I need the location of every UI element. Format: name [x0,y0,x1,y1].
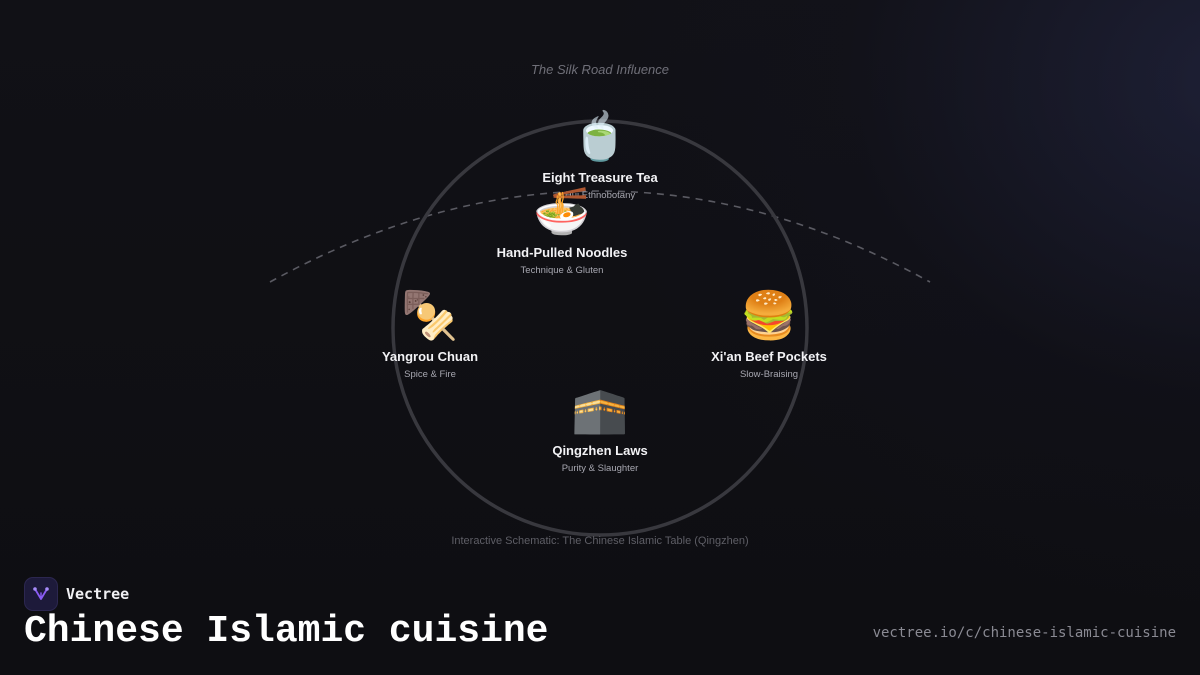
node-xian-beef-pockets[interactable]: 🍔 Xi'an Beef Pockets Slow-Braising [669,287,869,380]
node-subtitle: Spice & Fire [404,369,456,380]
schematic-caption: Interactive Schematic: The Chinese Islam… [451,535,749,547]
schematic-title: The Silk Road Influence [530,62,670,77]
node-subtitle: Purity & Slaughter [561,463,639,474]
node-label: Xi'an Beef Pockets [711,349,827,364]
node-label: Qingzhen Laws [552,443,648,458]
node-subtitle: Technique & Gluten [520,265,604,276]
vectree-logo-icon [24,577,58,611]
node-subtitle: Hui Ethnobotany [564,190,636,201]
central-ring [391,119,809,537]
node-qingzhen-laws[interactable]: 🕋 Qingzhen Laws Purity & Slaughter [500,381,700,474]
node-yangrou-chuan[interactable]: 🍢 Yangrou Chuan Spice & Fire [330,287,530,380]
node-label: Yangrou Chuan [381,349,479,364]
kaaba-icon: 🕋 [571,382,629,436]
node-hand-pulled-noodles[interactable]: 🍜 Hand-Pulled Noodles Technique & Gluten [462,183,662,276]
silk-road-dashed-arc [269,190,931,283]
vectree-logo-graphic [33,587,49,600]
skewer-icon: 🍢 [401,288,459,342]
node-eight-treasure-tea[interactable]: 🍵 Eight Treasure Tea Hui Ethnobotany [500,108,700,201]
noodle-bowl-icon: 🍜 [533,184,591,238]
node-label: Eight Treasure Tea [542,170,658,185]
node-subtitle: Slow-Braising [739,369,799,380]
page-url[interactable]: vectree.io/c/chinese-islamic-cuisine [872,625,1176,641]
brand-name: Vectree [66,585,130,603]
brand[interactable]: Vectree [24,577,129,611]
burger-icon: 🍔 [740,288,798,342]
page-title: Chinese Islamic cuisine [24,610,549,653]
teacup-icon: 🍵 [571,109,629,163]
node-label: Hand-Pulled Noodles [496,245,628,260]
